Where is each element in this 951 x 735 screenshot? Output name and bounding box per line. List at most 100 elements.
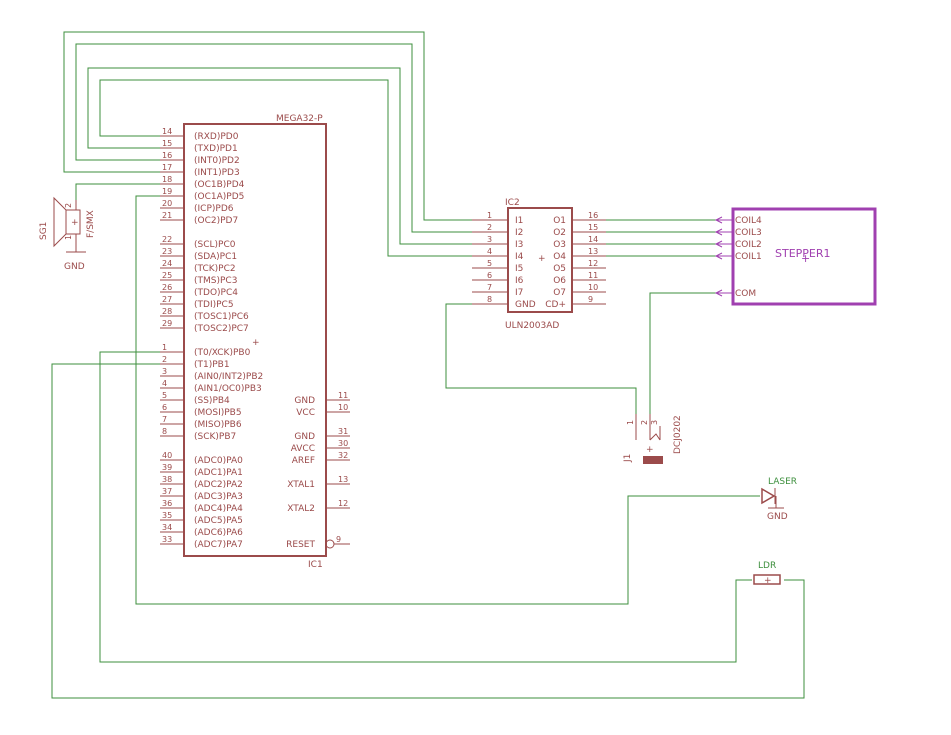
ic2-pin-number: 9 [588, 295, 593, 304]
ic1-pin-name: XTAL1 [287, 480, 315, 490]
j1-pin1-num: 1 [626, 420, 635, 425]
ic1-pin-name: (SS)PB4 [194, 396, 230, 406]
wire-pd5-laser [135, 195, 760, 605]
ic1-pin-number: 36 [162, 499, 172, 508]
ic1-pin-name: (AIN1/OC0)PB3 [194, 384, 262, 394]
ic1-pin-name: (TOSC2)PC7 [194, 324, 249, 334]
ic1-pin-name: (ADC5)PA5 [194, 516, 243, 526]
wire-pd3 [63, 31, 472, 221]
ic1-mega32: MEGA32-P IC1 + 14(RXD)PD015(TXD)PD116(IN… [160, 114, 350, 570]
ic1-pin-number: 34 [162, 523, 172, 532]
ldr-body-icon [753, 574, 781, 585]
wire-pd0 [99, 79, 472, 257]
ic1-pin-number: 40 [162, 451, 172, 460]
ic1-pin-name: (ADC1)PA1 [194, 468, 243, 478]
ic2-pin-number: 2 [487, 223, 492, 232]
dc-jack-j1: 1 2 3 + J1 DCJ0202 [623, 414, 683, 464]
buzzer-horn-icon [53, 196, 67, 248]
wire-pd1 [87, 67, 472, 245]
stepper-pin-name: COIL3 [735, 228, 762, 238]
ic1-pin-name: (ADC3)PA3 [194, 492, 243, 502]
ic1-pin-number: 22 [162, 235, 172, 244]
ic2-pin-name: O7 [553, 288, 566, 298]
ic1-pin-name: (OC1A)PD5 [194, 192, 244, 202]
ic2-pin-name: I1 [515, 216, 523, 226]
ic1-pin-number: 27 [162, 295, 172, 304]
ic2-pin-number: 7 [487, 283, 492, 292]
ic2-pin-name: I4 [515, 252, 524, 262]
ic1-pin-name: GND [294, 396, 315, 406]
ic1-pin-name: (ICP)PD6 [194, 204, 234, 214]
ic1-pin-number: 18 [162, 175, 172, 184]
ic1-pin-name: (ADC6)PA6 [194, 528, 243, 538]
ic1-pin-name: (SCK)PB7 [194, 432, 236, 442]
ic1-pin-number: 1 [162, 343, 167, 352]
ic1-pin-name: (ADC2)PA2 [194, 480, 243, 490]
j1-barrel [643, 456, 663, 464]
laser-diode: LASER GND [761, 477, 797, 522]
j1-value: DCJ0202 [673, 415, 683, 454]
ic1-pin-name: AREF [292, 456, 315, 466]
stepper-pin-name: COIL2 [735, 240, 762, 250]
ic1-pin-number: 29 [162, 319, 172, 328]
laser-diode-icon [761, 487, 776, 505]
ic1-pin-number: 24 [162, 259, 172, 268]
ic1-pin-name: (RXD)PD0 [194, 132, 239, 142]
buzzer-body [65, 209, 81, 235]
ic2-pin-number: 3 [487, 235, 492, 244]
ic1-pin-number: 17 [162, 163, 172, 172]
ic2-origin-mark: + [538, 254, 546, 264]
ic1-pin-number: 2 [162, 355, 167, 364]
ldr-sensor: + LDR [753, 561, 781, 586]
ic1-pin-number: 13 [338, 475, 348, 484]
ic1-left-pins: 14(RXD)PD015(TXD)PD116(INT0)PD217(INT1)P… [160, 127, 263, 550]
ic1-pin-number: 15 [162, 139, 172, 148]
ic1-pin-name: (TDI)PC5 [194, 300, 234, 310]
ic1-pin-name: (T0/XCK)PB0 [194, 348, 251, 358]
ic2-pin-number: 4 [487, 247, 492, 256]
ic1-pin-name: GND [294, 432, 315, 442]
ic1-pin-name: (ADC0)PA0 [194, 456, 243, 466]
ic1-pin-number: 28 [162, 307, 172, 316]
ic1-pin-number: 9 [336, 535, 341, 544]
ic1-pin-number: 38 [162, 475, 172, 484]
ic1-pin-number: 21 [162, 211, 172, 220]
stepper-name: STEPPER1 [775, 247, 831, 260]
ic1-pin-name: XTAL2 [287, 504, 315, 514]
buzzer-plus: + [71, 218, 79, 228]
stepper-origin-mark: + [801, 252, 810, 265]
ic1-pin-number: 35 [162, 511, 172, 520]
ic2-pin-name: O5 [553, 264, 566, 274]
buzzer-sg1: + 2 1 GND SG1 F/SMX [39, 196, 96, 272]
j1-switch-icon [649, 433, 661, 441]
ic1-body [183, 123, 327, 557]
wire-com-j1 [649, 292, 718, 414]
buzzer-gnd-label: GND [64, 262, 85, 272]
ic1-pin-name: (SCL)PC0 [194, 240, 236, 250]
j1-pin3-num: 3 [650, 420, 659, 425]
ic1-pin-name: (INT1)PD3 [194, 168, 240, 178]
ic2-pin-number: 10 [588, 283, 598, 292]
ic1-pin-name: (TXD)PD1 [194, 144, 238, 154]
stepper-pin-name: COIL4 [735, 216, 762, 226]
ldr-label: LDR [758, 561, 776, 571]
ic2-pin-name: I6 [515, 276, 524, 286]
j1-plus: + [646, 445, 654, 455]
j1-pin2-num: 2 [640, 420, 649, 425]
ic1-pin-name: (TCK)PC2 [194, 264, 236, 274]
wire-pd4-buzzer [75, 183, 160, 200]
buzzer-value: F/SMX [86, 210, 96, 238]
ic2-pin-name: GND [515, 300, 536, 310]
ic2-uln2003: IC2 ULN2003AD + 1I12I23I34I45I56I67I78GN… [472, 198, 606, 331]
ic2-pin-name: I3 [515, 240, 523, 250]
ic1-pin-name: (TDO)PC4 [194, 288, 238, 298]
ic1-pin-number: 6 [162, 403, 167, 412]
ic1-pin-name: (SDA)PC1 [194, 252, 237, 262]
ic2-pin-number: 1 [487, 211, 492, 220]
ic2-pin-number: 14 [588, 235, 598, 244]
ic2-pin-number: 13 [588, 247, 598, 256]
ic2-pin-number: 5 [487, 259, 492, 268]
stepper-pin-name: COIL1 [735, 252, 762, 262]
buzzer-pin2-num: 2 [64, 203, 73, 208]
